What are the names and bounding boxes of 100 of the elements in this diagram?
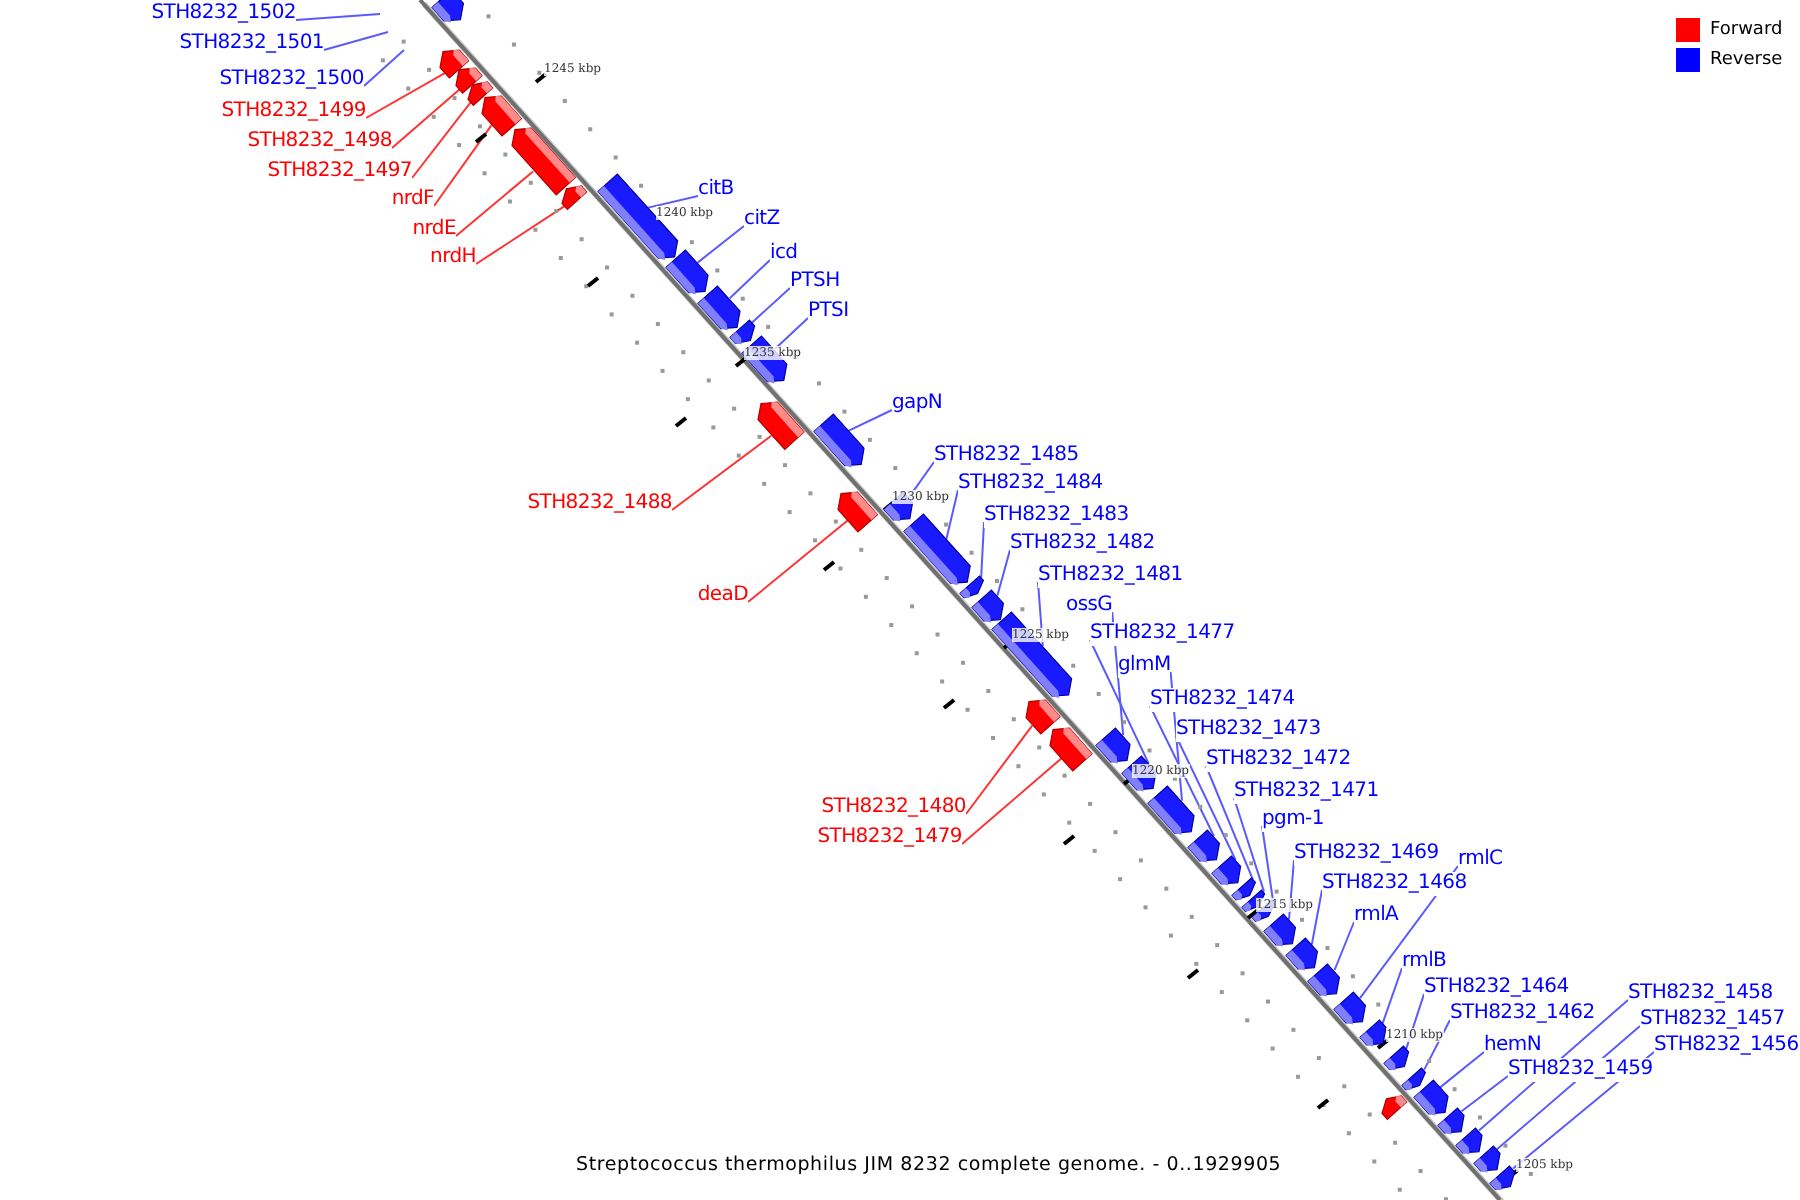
gene-block bbox=[1382, 1096, 1408, 1120]
gene-label: citZ bbox=[744, 208, 780, 232]
leader-line bbox=[323, 31, 389, 51]
gene-label: STH8232_1462 bbox=[1450, 1002, 1595, 1026]
gene-block bbox=[1438, 1107, 1465, 1135]
gene-label: STH8232_1471 bbox=[1234, 780, 1379, 804]
gene-block bbox=[971, 589, 1003, 622]
gene-label: STH8232_1498 bbox=[247, 130, 392, 154]
leader-line bbox=[1423, 1019, 1451, 1071]
leader-line bbox=[961, 757, 1063, 845]
leader-line bbox=[696, 225, 745, 264]
gene-label: STH8232_1497 bbox=[267, 160, 412, 184]
gene-label: STH8232_1473 bbox=[1176, 718, 1321, 742]
gene-block bbox=[562, 185, 587, 209]
gene-label: nrdF bbox=[391, 188, 434, 212]
gene-label: STH8232_1468 bbox=[1322, 872, 1467, 896]
gene-block bbox=[1334, 991, 1366, 1025]
gene-label: STH8232_1480 bbox=[821, 796, 966, 820]
gene-label: rmlA bbox=[1354, 904, 1399, 928]
gene-block bbox=[813, 413, 864, 468]
legend-label: Reverse bbox=[1710, 48, 1783, 72]
leader-line bbox=[647, 195, 699, 209]
gene-label: STH8232_1456 bbox=[1654, 1034, 1799, 1058]
gene-label: STH8232_1464 bbox=[1424, 976, 1569, 1000]
gene-label: icd bbox=[770, 242, 798, 266]
gene-block bbox=[432, 0, 464, 23]
gene-block bbox=[1231, 877, 1255, 900]
gene-label: STH8232_1483 bbox=[984, 504, 1129, 528]
gene-label: STH8232_1474 bbox=[1150, 688, 1295, 712]
gene-block bbox=[1211, 855, 1240, 885]
gene-block bbox=[837, 491, 878, 532]
leader-line bbox=[774, 317, 809, 350]
gene-block bbox=[1148, 786, 1195, 835]
gene-block bbox=[511, 128, 575, 196]
gene-label: STH8232_1502 bbox=[151, 2, 296, 26]
gene-label: STH8232_1482 bbox=[1010, 532, 1155, 556]
gene-label: STH8232_1479 bbox=[817, 826, 962, 850]
gene-block bbox=[698, 286, 741, 331]
gene-block bbox=[1359, 1020, 1386, 1047]
gene-label: nrdH bbox=[430, 246, 476, 270]
leader-line bbox=[1310, 889, 1323, 946]
gene-label: glmM bbox=[1118, 654, 1171, 678]
leader-line bbox=[1439, 1051, 1485, 1089]
leader-line bbox=[980, 521, 985, 579]
gene-label: rmlC bbox=[1458, 848, 1503, 872]
gene-block bbox=[666, 250, 709, 295]
leader-line bbox=[750, 287, 791, 324]
gene-label: ossG bbox=[1066, 594, 1113, 618]
gene-label: STH8232_1457 bbox=[1640, 1008, 1785, 1032]
leader-line bbox=[363, 49, 405, 87]
leader-line bbox=[475, 205, 566, 265]
gene-block bbox=[482, 95, 522, 136]
gene-label: deaD bbox=[697, 584, 748, 608]
leader-line bbox=[1460, 1075, 1509, 1113]
gene-label: PTSH bbox=[790, 270, 840, 294]
gene-block bbox=[903, 513, 970, 585]
leader-line bbox=[671, 434, 773, 511]
gene-label: STH8232_1469 bbox=[1294, 842, 1439, 866]
gene-block bbox=[1095, 727, 1130, 763]
leader-line bbox=[847, 409, 893, 432]
gene-label: STH8232_1488 bbox=[527, 492, 672, 516]
gene-label: STH8232_1477 bbox=[1090, 622, 1235, 646]
leader-line bbox=[965, 724, 1034, 815]
gene-block bbox=[729, 320, 754, 345]
gene-label: STH8232_1484 bbox=[958, 472, 1103, 496]
gene-label: nrdE bbox=[412, 218, 456, 242]
gene-label: pgm-1 bbox=[1262, 808, 1324, 832]
legend-label: Forward bbox=[1710, 18, 1783, 42]
leader-line bbox=[945, 489, 959, 540]
gene-label: gapN bbox=[892, 392, 943, 416]
gene-block bbox=[959, 575, 983, 598]
gene-label: STH8232_1485 bbox=[934, 444, 1079, 468]
gene-block bbox=[1308, 963, 1341, 997]
gene-label: PTSI bbox=[808, 300, 849, 324]
gene-label: STH8232_1458 bbox=[1628, 982, 1773, 1006]
leader-line bbox=[455, 170, 534, 237]
gene-label: rmlB bbox=[1402, 950, 1447, 974]
caption: Streptococcus thermophilus JIM 8232 complete genome. - 0..1929905 bbox=[576, 1154, 1282, 1178]
gene-block bbox=[1263, 913, 1295, 946]
gene-label: STH8232_1481 bbox=[1038, 564, 1183, 588]
gene-block bbox=[1050, 727, 1093, 771]
leader-line bbox=[365, 72, 446, 119]
gene-label: hemN bbox=[1484, 1034, 1542, 1058]
leader-line bbox=[728, 259, 771, 300]
leader-line bbox=[1333, 921, 1355, 971]
gene-block bbox=[1402, 1067, 1426, 1090]
gene-block bbox=[1490, 1165, 1516, 1190]
gene-label: STH8232_1499 bbox=[221, 100, 366, 124]
gene-label: STH8232_1501 bbox=[179, 32, 324, 56]
leader-line bbox=[433, 124, 493, 207]
gene-block bbox=[758, 402, 805, 451]
gene-label: STH8232_1500 bbox=[219, 68, 364, 92]
gene-label: STH8232_1459 bbox=[1508, 1058, 1653, 1082]
gene-block bbox=[1285, 938, 1318, 971]
leader-line bbox=[391, 88, 461, 149]
leader-line bbox=[295, 13, 381, 21]
leader-line bbox=[1381, 967, 1403, 1025]
gene-block bbox=[1188, 829, 1220, 863]
gene-block bbox=[1025, 699, 1060, 734]
leader-line bbox=[411, 101, 472, 179]
